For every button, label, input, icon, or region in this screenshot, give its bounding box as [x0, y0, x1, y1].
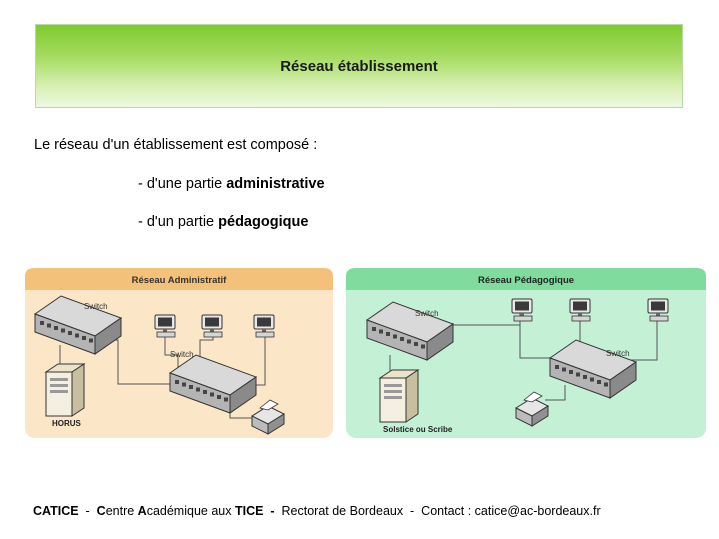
footer-sep1: -	[78, 504, 97, 518]
pc-icon	[154, 314, 176, 338]
footer: CATICE - Centre Académique aux TICE - Re…	[33, 504, 601, 518]
footer-a: A	[137, 504, 147, 518]
bullet-peda-prefix: - d'un partie	[138, 214, 219, 230]
peda-panel	[346, 268, 706, 438]
peda-switch2-label: Switch	[606, 349, 630, 358]
peda-network-diagram: Réseau Pédagogique Switch Switch Solstic…	[346, 268, 706, 438]
footer-c: C	[96, 504, 106, 518]
pc-icon	[569, 298, 591, 322]
page-title: Réseau établissement	[280, 58, 438, 75]
pc-icon	[253, 314, 275, 338]
admin-server-label: HORUS	[52, 419, 82, 428]
peda-switch1-label: Switch	[415, 309, 439, 318]
admin-switch1-label: Switch	[84, 302, 108, 311]
admin-network-diagram: Réseau Administratif Switch Switch HORUS	[25, 268, 333, 438]
peda-server-label: Solstice ou Scribe	[383, 425, 453, 434]
bullet-peda: - d'un partie pédagogique	[138, 214, 308, 230]
pc-icon	[511, 298, 533, 322]
pc-icon	[201, 314, 223, 338]
footer-tice: TICE	[234, 504, 264, 518]
footer-sep2: -	[263, 504, 282, 518]
pc-icon	[647, 298, 669, 322]
admin-header-bar	[25, 268, 333, 290]
peda-links	[389, 312, 658, 401]
server-icon	[379, 369, 419, 423]
admin-switch2-label: Switch	[170, 350, 194, 359]
peda-title: Réseau Pédagogique	[478, 275, 574, 286]
intro-text: Le réseau d'un établissement est composé…	[34, 137, 318, 153]
footer-entre: entre	[105, 504, 138, 518]
bullet-admin: - d'une partie administrative	[138, 176, 325, 192]
server-icon	[45, 363, 85, 417]
bullet-admin-emphasis: administrative	[226, 176, 325, 192]
bullet-admin-prefix: - d'une partie	[138, 176, 227, 192]
title-banner: Réseau établissement	[35, 24, 683, 108]
admin-title: Réseau Administratif	[132, 275, 228, 286]
peda-header-bar	[346, 268, 706, 290]
bullet-peda-emphasis: pédagogique	[218, 214, 309, 230]
footer-rest: Rectorat de Bordeaux - Contact : catice@…	[281, 504, 601, 518]
footer-cademique: cadémique aux	[146, 504, 235, 518]
footer-catice: CATICE	[33, 504, 79, 518]
